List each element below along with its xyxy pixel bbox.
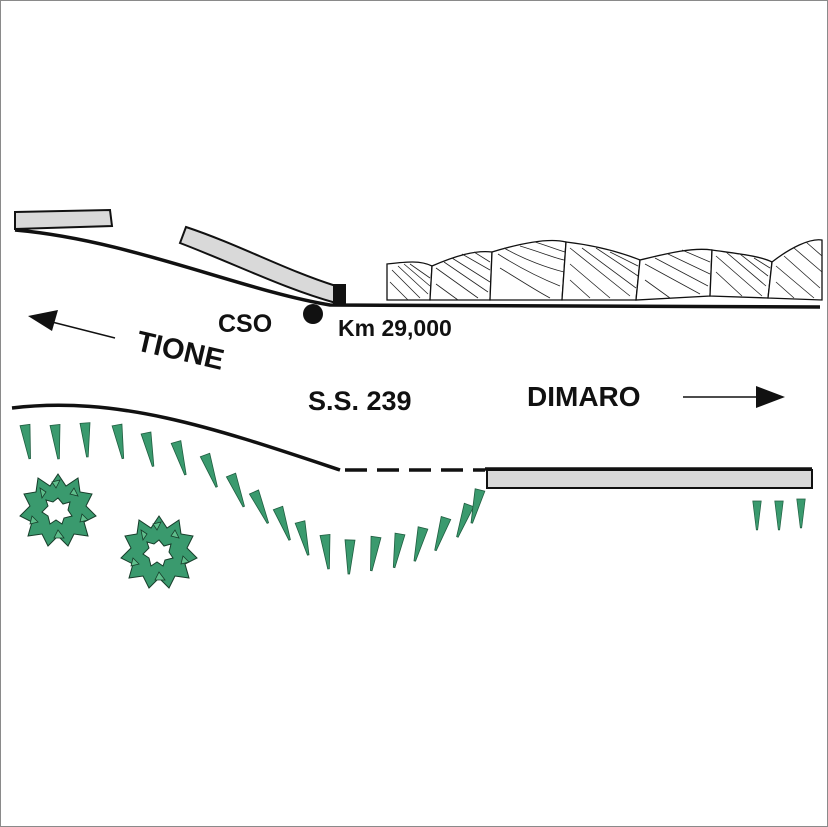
direction-label-tione: TIONE bbox=[133, 326, 227, 377]
station-dot bbox=[303, 304, 323, 324]
arrow-right-icon bbox=[683, 386, 785, 408]
guardrail-upper-left bbox=[14, 208, 114, 231]
guardrail-lower-right bbox=[486, 469, 813, 489]
shrub-icon bbox=[120, 515, 198, 589]
guardrail-upper-middle bbox=[178, 225, 337, 305]
station-label: CSO bbox=[218, 310, 272, 338]
shrub-icon bbox=[19, 473, 97, 547]
km-label: Km 29,000 bbox=[338, 315, 452, 341]
road-edge-lower bbox=[11, 403, 341, 472]
direction-label-dimaro: DIMARO bbox=[527, 381, 641, 412]
arrow-left-icon bbox=[28, 310, 116, 339]
km-marker-post bbox=[333, 284, 346, 304]
road-edge-upper bbox=[14, 228, 821, 309]
rock-wall bbox=[386, 239, 823, 301]
road-name-label: S.S. 239 bbox=[308, 386, 412, 416]
rock-hatching bbox=[389, 241, 823, 301]
